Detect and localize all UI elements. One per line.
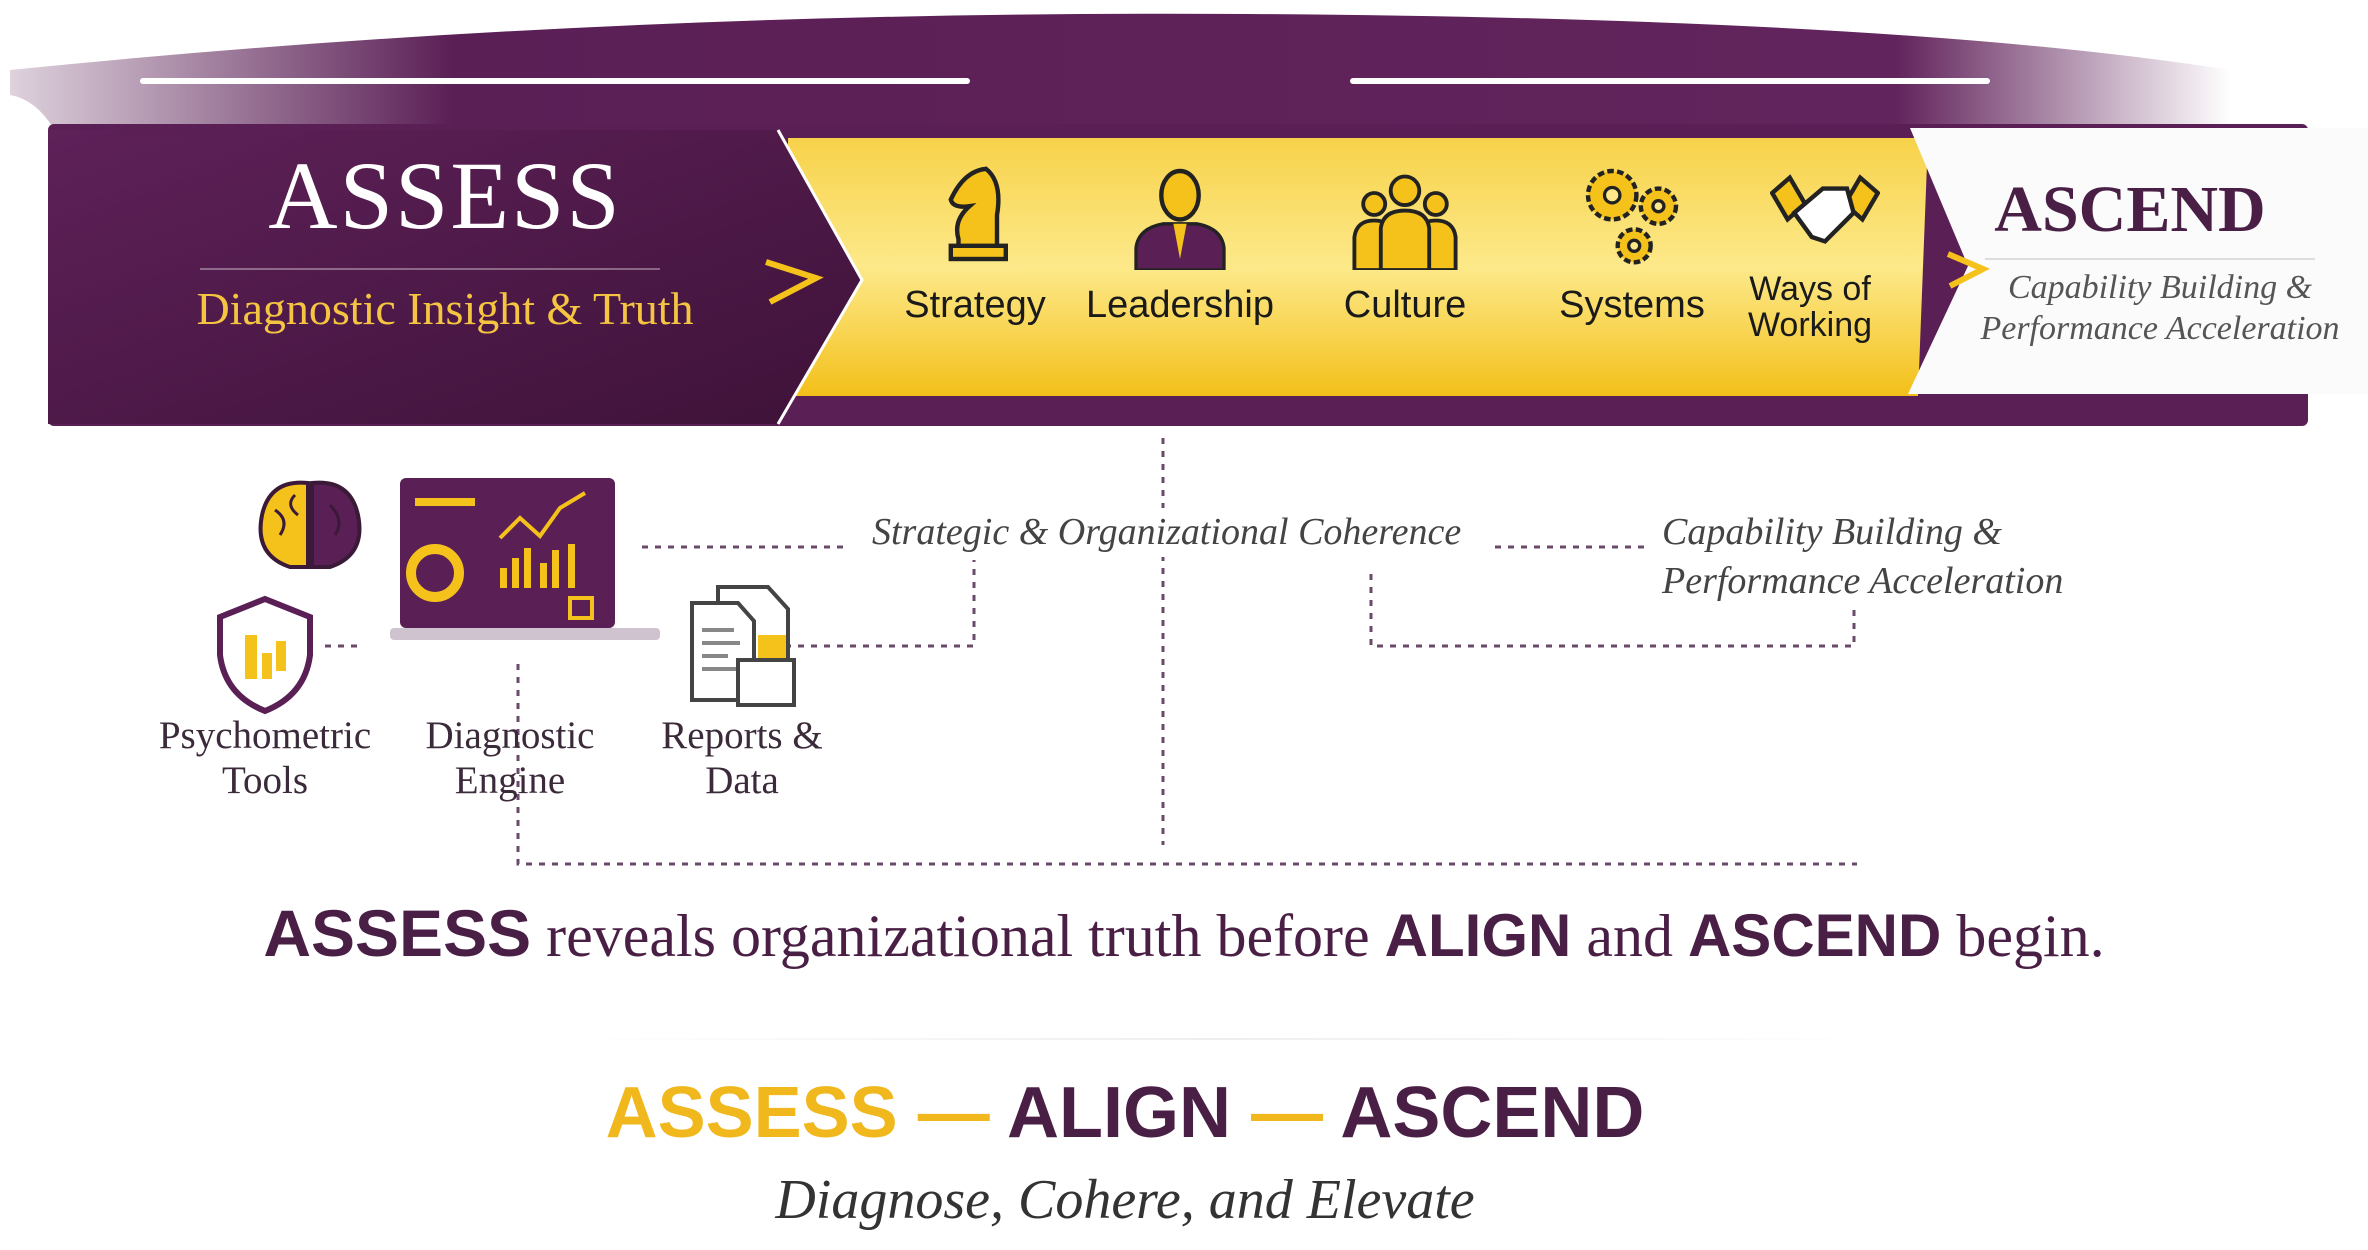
node-label: Tools <box>221 758 309 802</box>
pillar-ways-of-working: Ways of Working <box>1720 160 1930 343</box>
ascend-subtitle-line2: Performance Acceleration <box>1980 309 2340 347</box>
tagline-dash: — <box>1231 1073 1341 1153</box>
assess-divider <box>200 268 660 270</box>
node-label: Psychometric <box>158 714 372 757</box>
node-label: Diagnostic <box>425 714 595 757</box>
statement-text: begin. <box>1941 903 2105 969</box>
handshake-icon <box>1770 174 1880 244</box>
assess-subtitle: Diagnostic Insight & Truth <box>196 283 694 334</box>
ascend-title: ASCEND <box>1994 173 2266 246</box>
tagline: ASSESS — ALIGN — ASCEND <box>0 1072 2250 1154</box>
capability-label-line2: Performance Acceleration <box>1662 560 2064 603</box>
pillar-strategy: Strategy <box>870 160 1080 326</box>
word-ascend: ASCEND <box>1687 902 1942 969</box>
people-group-icon <box>1352 174 1458 270</box>
node-psychometric-tools: Psychometric Tools <box>145 714 385 804</box>
pillar-label: Strategy <box>904 284 1046 326</box>
shield-chart-icon <box>217 595 313 715</box>
top-swoosh <box>10 13 2230 140</box>
gears-icon <box>1585 168 1679 265</box>
ascend-subtitle: Capability Building & Performance Accele… <box>1960 268 2360 350</box>
tagline-align: ALIGN <box>1007 1073 1232 1153</box>
coherence-label: Strategic & Organizational Coherence <box>868 508 1466 558</box>
pillar-leadership: Leadership <box>1075 160 1285 326</box>
pillar-label: Leadership <box>1085 284 1275 326</box>
tagline-ascend: ASCEND <box>1340 1073 1645 1153</box>
tagline-dash: — <box>897 1073 1008 1153</box>
pillar-label: Culture <box>1343 284 1467 326</box>
phase-band <box>48 124 2368 426</box>
summary-statement: ASSESS reveals organizational truth befo… <box>0 895 2368 971</box>
leader-icon <box>1134 168 1226 270</box>
assess-title: ASSESS <box>268 142 622 249</box>
pillar-culture: Culture <box>1300 160 1510 326</box>
motto: Diagnose, Cohere, and Elevate <box>775 1169 1475 1231</box>
node-label: Reports & <box>661 714 823 757</box>
divider <box>550 1038 1890 1040</box>
statement-text: reveals organizational truth before <box>531 903 1385 969</box>
chess-knight-icon <box>948 166 1008 262</box>
node-label: Engine <box>454 758 566 802</box>
word-assess: ASSESS <box>263 896 532 970</box>
word-align: ALIGN <box>1384 902 1572 969</box>
node-reports-data: Reports & Data <box>622 714 862 804</box>
node-diagnostic-engine: Diagnostic Engine <box>390 714 630 804</box>
pillar-label: Ways of Working <box>1747 270 1873 344</box>
ascend-subtitle-line1: Capability Building & <box>2007 269 2313 306</box>
pillar-label: Systems <box>1559 284 1705 326</box>
pillar-systems: Systems <box>1527 160 1737 326</box>
node-label: Data <box>705 758 779 802</box>
brain-icon <box>258 480 362 569</box>
laptop-dashboard-icon <box>390 478 660 640</box>
reports-documents-icon <box>690 585 796 707</box>
ascend-divider <box>1985 258 2315 260</box>
capability-label-line1: Capability Building & <box>1662 511 2002 553</box>
tagline-assess: ASSESS <box>605 1073 898 1153</box>
statement-text: and <box>1571 903 1688 969</box>
capability-label: Capability Building & Performance Accele… <box>1662 508 2063 607</box>
